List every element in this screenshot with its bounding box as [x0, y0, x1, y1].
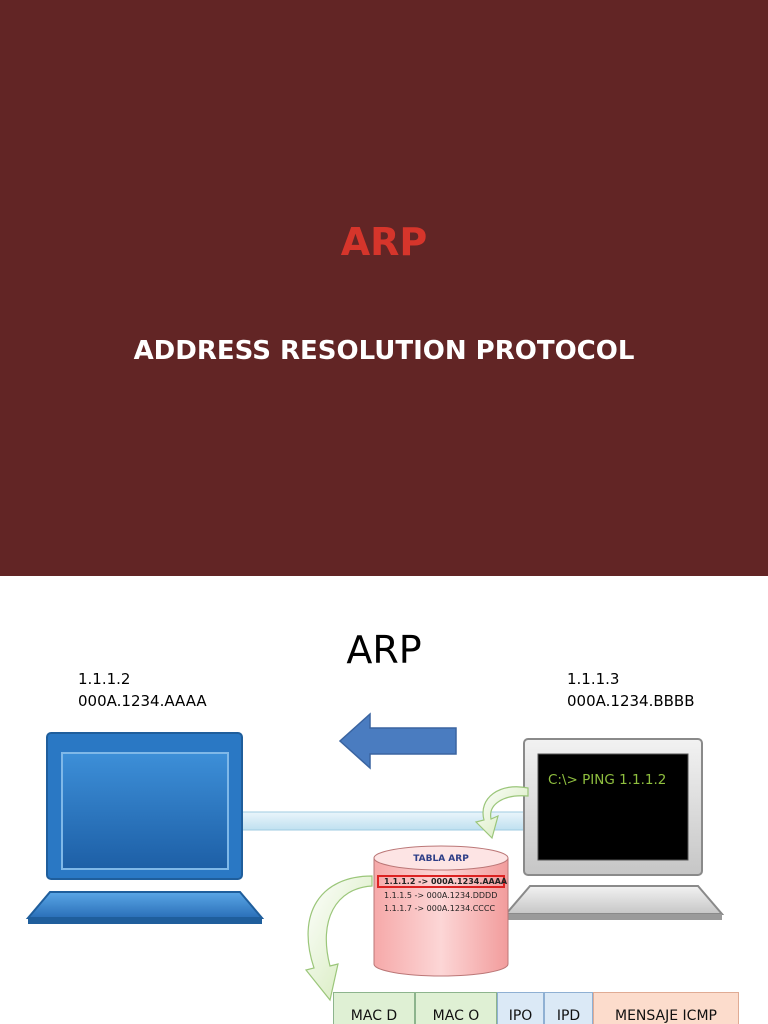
arp-highlight-box [377, 875, 505, 888]
left-arrow-icon [338, 712, 457, 770]
diagram-title: ARP [346, 628, 422, 672]
right-host-ip: 1.1.1.3 [567, 670, 620, 688]
frame-field-mac-origin: MAC O [415, 992, 497, 1024]
title-slide: ARP ADDRESS RESOLUTION PROTOCOL [0, 0, 768, 576]
slide-subtitle: ADDRESS RESOLUTION PROTOCOL [133, 336, 635, 366]
left-host-ip: 1.1.1.2 [78, 670, 131, 688]
laptop-icon [25, 732, 265, 924]
right-host-address: 1.1.1.3 000A.1234.BBBB [567, 668, 695, 712]
left-host-mac: 000A.1234.AAAA [78, 692, 207, 710]
curved-arrow-down-icon [304, 875, 373, 1002]
desktop-computer-icon [503, 738, 725, 920]
diagram-graphics [25, 712, 725, 1002]
arp-table-row: 1.1.1.2 -> 000A.1234.AAAA [384, 877, 508, 886]
frame-field-ip-dest: IPD [544, 992, 593, 1024]
frame-field-mac-dest: MAC D [333, 992, 415, 1024]
arp-diagram-slide: ARP 1.1.1.2 000A.1234.AAAA 1.1.1.3 000A.… [0, 576, 768, 1024]
slide-title: ARP [340, 220, 428, 264]
arp-table-title: TABLA ARP [413, 854, 469, 864]
left-host-address: 1.1.1.2 000A.1234.AAAA [78, 668, 207, 712]
arp-table-row: 1.1.1.7 -> 000A.1234.CCCC [384, 904, 496, 913]
arp-table-row: 1.1.1.5 -> 000A.1234.DDDD [384, 891, 498, 900]
terminal-command: C:\> PING 1.1.1.2 [548, 772, 667, 788]
right-host-mac: 000A.1234.BBBB [567, 692, 695, 710]
frame-field-icmp-message: MENSAJE ICMP [593, 992, 739, 1024]
frame-field-ip-origin: IPO [497, 992, 544, 1024]
curved-arrow-icon [474, 786, 529, 840]
